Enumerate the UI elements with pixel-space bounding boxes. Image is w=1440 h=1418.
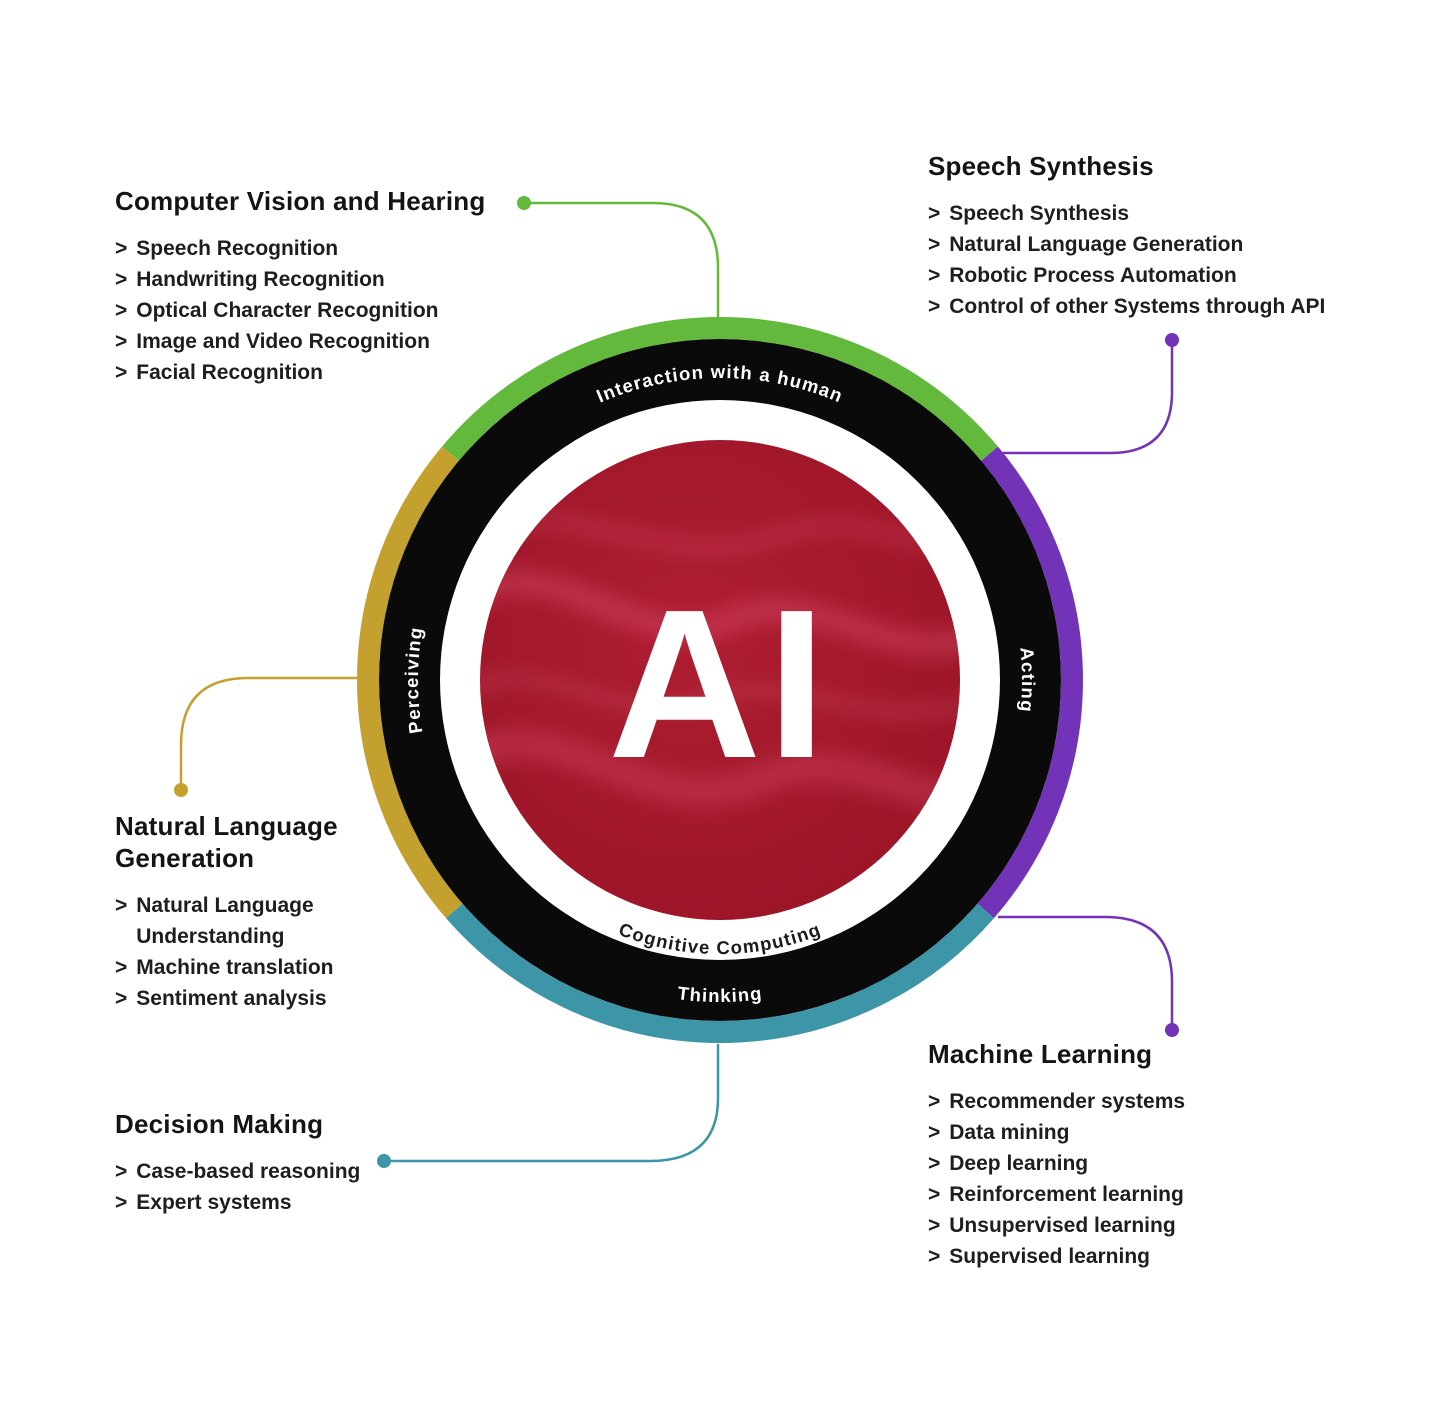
bullet: >: [928, 1183, 941, 1206]
list-item: >Unsupervised learning: [928, 1210, 1288, 1241]
ai-core-circle: [480, 440, 960, 920]
bullet: >: [115, 987, 128, 1010]
list-item: >Sentiment analysis: [115, 983, 377, 1014]
bullet: >: [928, 233, 941, 256]
ring-segment-teal-thinking: [446, 903, 994, 1043]
list-item: >Machine translation: [115, 952, 377, 983]
list-item: >Data mining: [928, 1117, 1288, 1148]
section-title: Speech Synthesis: [928, 151, 1154, 181]
bullet: >: [115, 956, 128, 979]
connector-dot-natural-language-generation: [174, 783, 188, 797]
list-item: >Robotic Process Automation: [928, 260, 1398, 291]
bullet: >: [928, 1245, 941, 1268]
ring-label-thinking: Thinking: [676, 982, 763, 1006]
bullet: >: [115, 268, 128, 291]
bullet: >: [115, 361, 128, 384]
item-list: >Speech Synthesis >Natural Language Gene…: [928, 198, 1398, 322]
connector-dot-machine-learning: [1165, 1023, 1179, 1037]
list-item: >Natural Language Generation: [928, 229, 1398, 260]
bullet: >: [115, 1191, 128, 1214]
list-item: >Control of other Systems through API: [928, 291, 1398, 322]
bullet: >: [115, 330, 128, 353]
section-speech-synthesis: Speech Synthesis >Speech Synthesis >Natu…: [928, 150, 1398, 322]
bullet: >: [928, 1090, 941, 1113]
bullet: >: [928, 202, 941, 225]
list-item: >Reinforcement learning: [928, 1179, 1288, 1210]
connector-dot-speech-synthesis: [1165, 333, 1179, 347]
ai-center-label: AI: [608, 565, 832, 802]
item-list: >Recommender systems >Data mining >Deep …: [928, 1086, 1288, 1272]
list-item: >Handwriting Recognition: [115, 264, 575, 295]
list-item: >Image and Video Recognition: [115, 326, 575, 357]
ring-segment-gold-perceiving: [357, 446, 463, 919]
section-title: Natural Language Generation: [115, 811, 338, 873]
item-list: >Speech Recognition >Handwriting Recogni…: [115, 233, 575, 388]
connector-dot-computer-vision: [517, 196, 531, 210]
section-decision-making: Decision Making >Case-based reasoning >E…: [115, 1108, 435, 1218]
bullet: >: [928, 264, 941, 287]
list-item: >Natural Language Understanding: [115, 890, 377, 952]
bullet: >: [928, 295, 941, 318]
ring-segment-green-interaction: [441, 317, 999, 461]
section-title: Computer Vision and Hearing: [115, 186, 486, 216]
bullet: >: [115, 1160, 128, 1183]
ring-segment-purple-acting: [977, 446, 1083, 919]
section-machine-learning: Machine Learning >Recommender systems >D…: [928, 1038, 1288, 1272]
connector-dot-decision-making: [377, 1154, 391, 1168]
bullet: >: [928, 1214, 941, 1237]
connector-speech-synthesis: [998, 340, 1174, 455]
list-item: >Expert systems: [115, 1187, 435, 1218]
ring-label-perceiving: Perceiving: [401, 625, 427, 735]
ring-label-acting: Acting: [1016, 646, 1039, 714]
bullet: >: [928, 1152, 941, 1175]
section-title: Decision Making: [115, 1109, 324, 1139]
list-item: >Optical Character Recognition: [115, 295, 575, 326]
list-item: >Facial Recognition: [115, 357, 575, 388]
item-list: >Natural Language Understanding >Machine…: [115, 890, 377, 1014]
connector-machine-learning: [998, 915, 1174, 1030]
section-natural-language-generation: Natural Language Generation >Natural Lan…: [115, 810, 377, 1014]
connector-computer-vision: [525, 201, 720, 322]
bullet: >: [115, 894, 128, 917]
item-list: >Case-based reasoning >Expert systems: [115, 1156, 435, 1218]
bullet: >: [115, 237, 128, 260]
bullet: >: [115, 299, 128, 322]
list-item: >Case-based reasoning: [115, 1156, 435, 1187]
connector-natural-language-generation: [179, 676, 357, 790]
section-title: Machine Learning: [928, 1039, 1153, 1069]
list-item: >Speech Synthesis: [928, 198, 1398, 229]
bullet: >: [928, 1121, 941, 1144]
section-computer-vision-and-hearing: Computer Vision and Hearing >Speech Reco…: [115, 185, 575, 388]
list-item: >Speech Recognition: [115, 233, 575, 264]
list-item: >Recommender systems: [928, 1086, 1288, 1117]
connector-decision-making: [384, 1044, 720, 1163]
list-item: >Deep learning: [928, 1148, 1288, 1179]
list-item: >Supervised learning: [928, 1241, 1288, 1272]
connectors: [179, 201, 1174, 1163]
